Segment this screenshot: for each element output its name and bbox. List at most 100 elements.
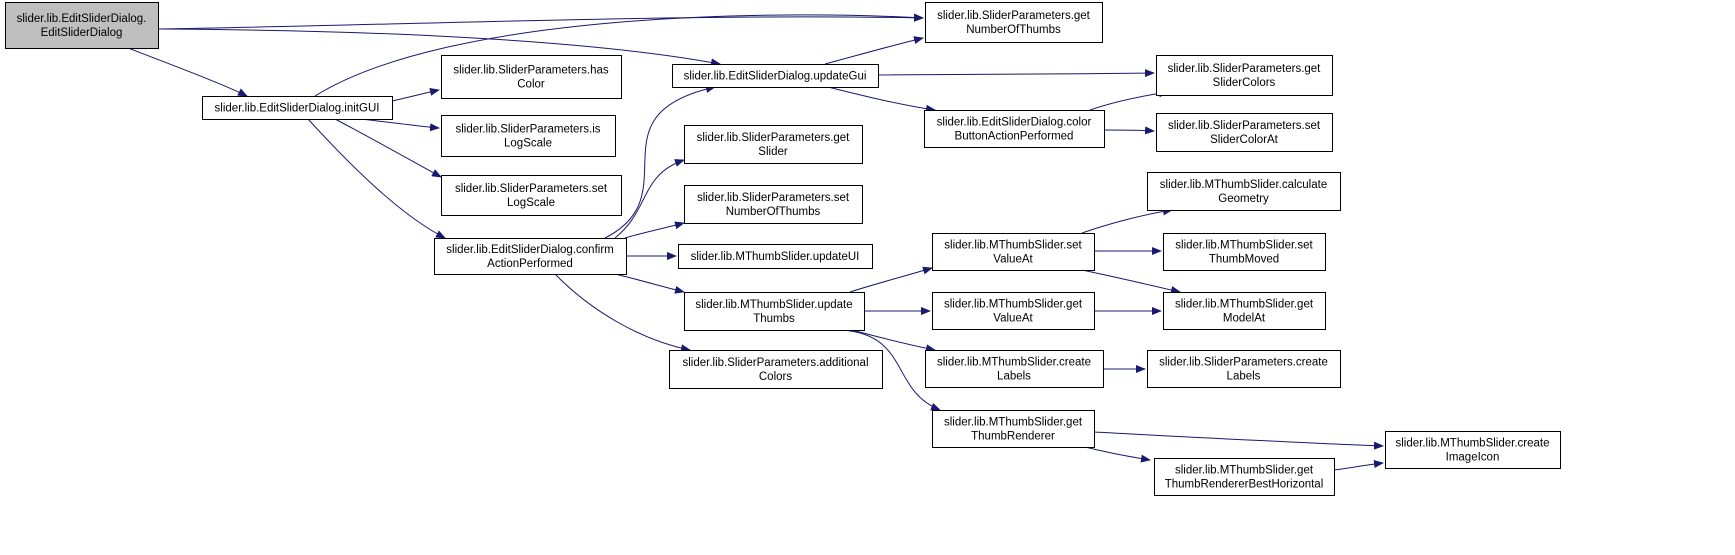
node-box (684, 292, 865, 331)
node-label-line: ImageIcon (1446, 452, 1500, 464)
node-label-line: slider.lib.EditSliderDialog.confirm (446, 244, 613, 256)
node-getslidercolors[interactable]: slider.lib.SliderParameters.getSliderCol… (1156, 55, 1333, 96)
node-updategui[interactable]: slider.lib.EditSliderDialog.updateGui (672, 64, 879, 88)
node-label-line: slider.lib.EditSliderDialog. (17, 13, 147, 25)
edge-confirm-to-updatethumbs (614, 273, 685, 294)
node-addcolors[interactable]: slider.lib.SliderParameters.additionalCo… (669, 350, 883, 389)
node-label-line: slider.lib.MThumbSlider.create (937, 357, 1091, 369)
node-box (1156, 55, 1333, 96)
node-label-line: slider.lib.SliderParameters.get (1168, 63, 1322, 75)
edge-updatethumbs-to-mcreatelabels (851, 329, 936, 353)
node-label-line: slider.lib.SliderParameters.is (455, 124, 600, 136)
node-label-line: Slider (758, 146, 788, 158)
node-label-line: slider.lib.MThumbSlider.get (1175, 299, 1314, 311)
node-label-line: slider.lib.MThumbSlider.calculate (1160, 179, 1327, 191)
node-box (441, 115, 616, 157)
edge-updatethumbs-to-setvalueat (849, 266, 933, 293)
edge-initgui-to-confirm (307, 118, 446, 239)
node-confirm[interactable]: slider.lib.EditSliderDialog.confirmActio… (434, 238, 627, 275)
node-label-line: slider.lib.SliderParameters.additional (682, 357, 868, 369)
node-root[interactable]: slider.lib.EditSliderDialog. EditSliderDi… (5, 2, 159, 49)
node-label-line: ModelAt (1223, 313, 1266, 325)
node-label-line: ButtonActionPerformed (955, 131, 1074, 143)
node-label-line: ThumbRendererBestHorizontal (1165, 479, 1324, 491)
node-label-line: slider.lib.MThumbSlider.get (944, 417, 1083, 429)
node-box (672, 64, 879, 88)
edge-updategui-to-getslidercolors (877, 69, 1155, 78)
node-box (684, 185, 863, 224)
node-label-line: slider.lib.MThumbSlider.get (944, 299, 1083, 311)
node-box (669, 350, 883, 389)
edge-setvalueat-to-getmodelat (1081, 269, 1181, 294)
node-label-line: slider.lib.SliderParameters.get (937, 10, 1091, 22)
node-label-line: SliderColorAt (1210, 134, 1279, 146)
node-colorbtn[interactable]: slider.lib.EditSliderDialog.colorButtonA… (924, 110, 1105, 148)
node-box (932, 410, 1095, 448)
edge-getrendererbest-to-createimageicon (1333, 460, 1384, 471)
node-label-line: ThumbMoved (1209, 254, 1279, 266)
node-label-line: slider.lib.MThumbSlider.set (944, 240, 1082, 252)
node-label-line: EditSliderDialog (41, 27, 123, 39)
node-box (684, 125, 863, 164)
node-initgui[interactable]: slider.lib.EditSliderDialog.initGUI (202, 96, 393, 120)
edge-initgui-to-setlogscale (334, 118, 442, 178)
node-setslidercolorat[interactable]: slider.lib.SliderParameters.setSliderCol… (1156, 113, 1333, 152)
node-box (202, 96, 393, 120)
edge-root-to-updategui (157, 28, 721, 67)
node-label-line: NumberOfThumbs (726, 206, 821, 218)
node-box (932, 233, 1095, 271)
node-label-line: ThumbRenderer (971, 431, 1055, 443)
node-label-line: slider.lib.MThumbSlider.create (1395, 438, 1549, 450)
node-label-line: Labels (997, 371, 1031, 383)
edge-initgui-to-hascolor (391, 87, 440, 102)
node-label-line: slider.lib.SliderParameters.set (697, 192, 850, 204)
node-getrendererbest[interactable]: slider.lib.MThumbSlider.getThumbRenderer… (1154, 458, 1335, 496)
edge-initgui-to-getnumthumbs (314, 13, 924, 97)
node-box (1163, 292, 1326, 330)
node-label-line: Color (517, 79, 545, 91)
node-box (434, 238, 627, 275)
node-updateui[interactable]: slider.lib.MThumbSlider.updateUI (678, 244, 873, 269)
node-label-line: slider.lib.EditSliderDialog.color (937, 117, 1092, 129)
node-label-line: slider.lib.MThumbSlider.update (695, 299, 852, 311)
node-box (1163, 233, 1326, 271)
node-label-line: NumberOfThumbs (966, 24, 1061, 36)
node-box (441, 175, 622, 216)
node-label-line: slider.lib.SliderParameters.create (1159, 357, 1328, 369)
node-box (1147, 172, 1341, 211)
node-box (678, 244, 873, 269)
node-box (932, 292, 1095, 330)
node-label-line: slider.lib.SliderParameters.has (453, 65, 609, 77)
node-label-line: slider.lib.SliderParameters.set (1168, 120, 1321, 132)
edge-root-to-getnumthumbs (157, 13, 924, 30)
node-label-line: slider.lib.EditSliderDialog.updateGui (684, 71, 867, 83)
node-box (925, 2, 1103, 43)
node-box (924, 110, 1105, 148)
edge-confirm-to-addcolors (554, 273, 691, 353)
node-box (1154, 458, 1335, 496)
edge-getthumbrenderer-to-getrendererbest (1084, 446, 1151, 463)
edge-updategui-to-colorbtn (827, 86, 936, 113)
node-getnumthumbs[interactable]: slider.lib.SliderParameters.getNumberOfT… (925, 2, 1103, 43)
node-label-line: slider.lib.SliderParameters.get (697, 132, 851, 144)
node-calcgeom[interactable]: slider.lib.MThumbSlider.calculateGeometr… (1147, 172, 1341, 211)
node-setnumthumbs[interactable]: slider.lib.SliderParameters.setNumberOfT… (684, 185, 863, 224)
node-label-line: Colors (759, 371, 792, 383)
edge-updategui-to-getnumthumbs (824, 36, 924, 65)
node-label-line: slider.lib.MThumbSlider.set (1175, 240, 1313, 252)
edge-colorbtn-to-setslidercolorat (1103, 126, 1155, 135)
